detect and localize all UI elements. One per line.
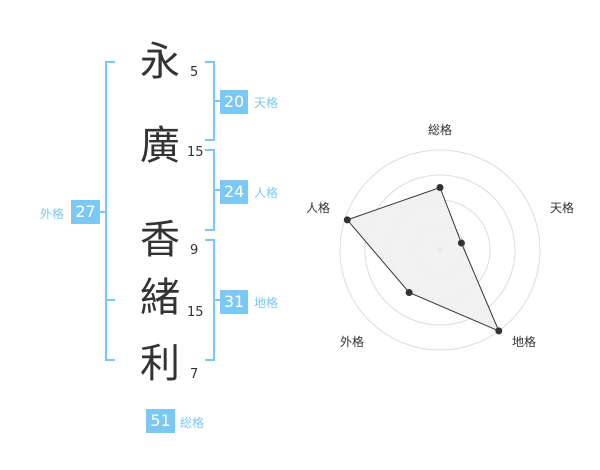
chikaku-value: 31 xyxy=(220,290,248,314)
stroke-count-1: 5 xyxy=(190,65,199,80)
radar-grid-ring xyxy=(339,149,541,351)
radar-point-5 xyxy=(343,216,351,224)
tenkaku-value: 20 xyxy=(220,90,248,114)
name-char-4: 緒 xyxy=(140,275,180,321)
radar-points xyxy=(343,184,503,335)
radar-point-4 xyxy=(405,288,413,296)
soukaku-value: 51 xyxy=(146,409,175,433)
gaikaku-value: 27 xyxy=(71,200,100,224)
radar-data-polygon xyxy=(346,186,500,332)
radar-label-tenkaku: 天格 xyxy=(549,201,574,215)
radar-point-2 xyxy=(457,239,465,247)
name-char-3: 香 xyxy=(140,217,180,263)
stroke-count-3: 9 xyxy=(190,243,199,258)
gaikaku-label: 外格 xyxy=(40,207,65,221)
radar-label-gaikaku: 外格 xyxy=(339,335,364,349)
stroke-count-5: 7 xyxy=(190,367,199,382)
name-char-2: 廣 xyxy=(140,123,180,169)
radar-label-soukaku: 総格 xyxy=(427,123,452,137)
soukaku-label: 総格 xyxy=(180,416,205,430)
radar-point-3 xyxy=(495,327,503,335)
stroke-count-2: 15 xyxy=(187,145,204,160)
radar-point-1 xyxy=(436,184,444,191)
chikaku-label: 地格 xyxy=(254,296,279,310)
jinkaku-label: 人格 xyxy=(254,186,279,200)
radar-grid-ring xyxy=(364,174,516,326)
radar-label-chikaku: 地格 xyxy=(511,335,536,349)
jinkaku-value: 24 xyxy=(220,180,248,204)
stroke-count-4: 15 xyxy=(187,305,204,320)
radar-label-jinkaku: 人格 xyxy=(305,201,330,215)
tenkaku-label: 天格 xyxy=(254,96,279,110)
name-char-5: 利 xyxy=(140,341,180,387)
name-char-1: 永 xyxy=(140,39,180,85)
